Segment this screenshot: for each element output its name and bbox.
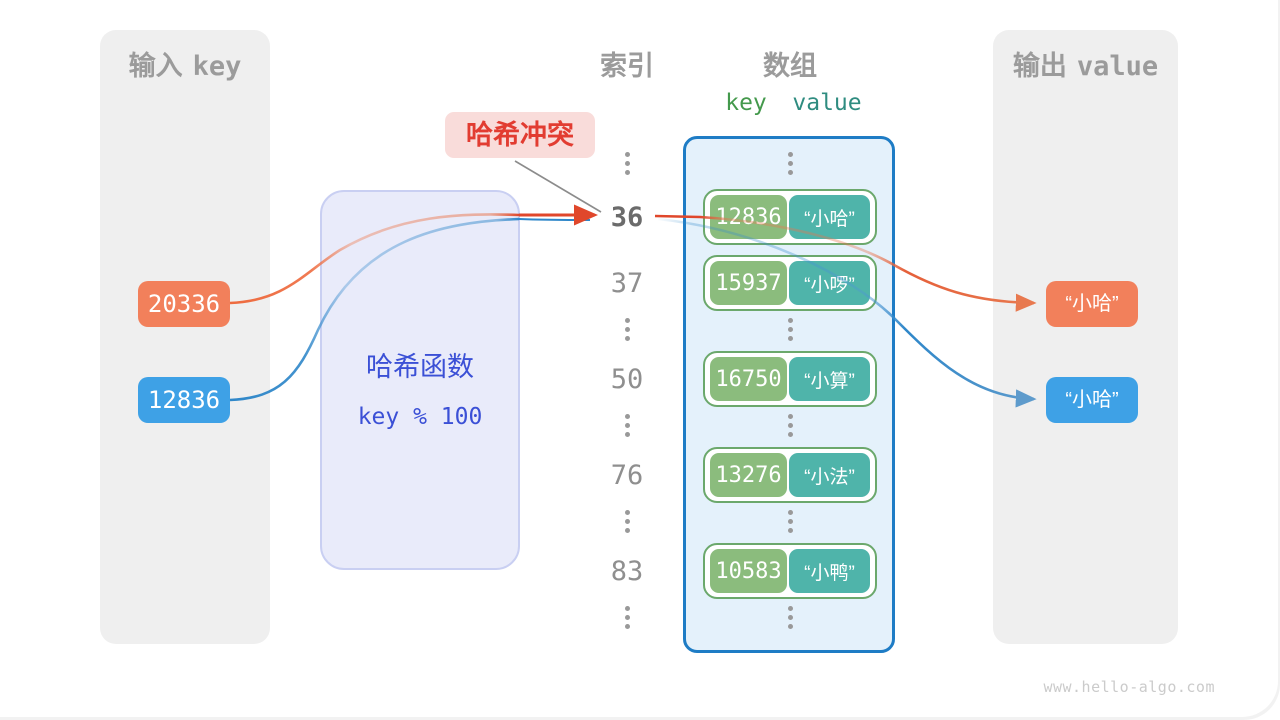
index-cell-50: 50	[610, 364, 644, 395]
index-cell-36: 36	[610, 202, 644, 233]
array-column-title: 数组	[763, 51, 817, 81]
key-chip: 10583	[710, 549, 787, 593]
arrow-merge-blue	[518, 218, 591, 221]
output-panel: 输出 value	[993, 30, 1178, 644]
hash-function-title: 哈希函数	[366, 352, 474, 382]
array-row: 12836 “小哈”	[703, 189, 877, 245]
ellipsis-dots	[787, 606, 793, 629]
output-value-orange: “小哈”	[1046, 281, 1138, 327]
output-panel-title: 输出 value	[993, 44, 1178, 83]
array-row: 15937 “小啰”	[703, 255, 877, 311]
key-chip: 13276	[710, 453, 787, 497]
watermark: www.hello-algo.com	[1043, 678, 1215, 696]
key-chip: 15937	[710, 261, 787, 305]
key-chip: 12836	[710, 195, 787, 239]
ellipsis-dots	[787, 414, 793, 437]
ellipsis-dots	[624, 414, 630, 437]
array-row: 10583 “小鸭”	[703, 543, 877, 599]
ellipsis-dots	[624, 152, 630, 175]
ellipsis-dots	[787, 152, 793, 175]
output-panel-title-zh: 输出	[1012, 51, 1067, 81]
value-chip: “小啰”	[789, 261, 870, 305]
index-cell-37: 37	[610, 268, 644, 299]
value-chip: “小算”	[789, 357, 870, 401]
ellipsis-dots	[624, 318, 630, 341]
array-key-header: key	[725, 90, 767, 116]
output-panel-title-en: value	[1076, 51, 1159, 82]
input-panel-title-zh: 输入	[128, 51, 183, 81]
input-key-orange: 20336	[138, 281, 230, 327]
value-chip: “小法”	[789, 453, 870, 497]
input-panel-title-en: key	[192, 51, 242, 82]
hash-function-formula: key % 100	[357, 404, 483, 430]
array-row: 13276 “小法”	[703, 447, 877, 503]
array-value-header: value	[792, 90, 862, 116]
input-key-blue: 12836	[138, 377, 230, 423]
hash-collision-label: 哈希冲突	[445, 112, 595, 158]
input-panel-title: 输入 key	[100, 44, 270, 83]
key-chip: 16750	[710, 357, 787, 401]
ellipsis-dots	[624, 510, 630, 533]
index-cell-76: 76	[610, 460, 644, 491]
value-chip: “小鸭”	[789, 549, 870, 593]
ellipsis-dots	[787, 318, 793, 341]
index-column-title: 索引	[600, 51, 654, 81]
output-value-blue: “小哈”	[1046, 377, 1138, 423]
collision-pointer-line	[514, 160, 602, 213]
input-panel: 输入 key	[100, 30, 270, 644]
index-cell-83: 83	[610, 556, 644, 587]
ellipsis-dots	[624, 606, 630, 629]
array-row: 16750 “小算”	[703, 351, 877, 407]
value-chip: “小哈”	[789, 195, 870, 239]
hash-function-box: 哈希函数 key % 100	[320, 190, 520, 570]
ellipsis-dots	[787, 510, 793, 533]
